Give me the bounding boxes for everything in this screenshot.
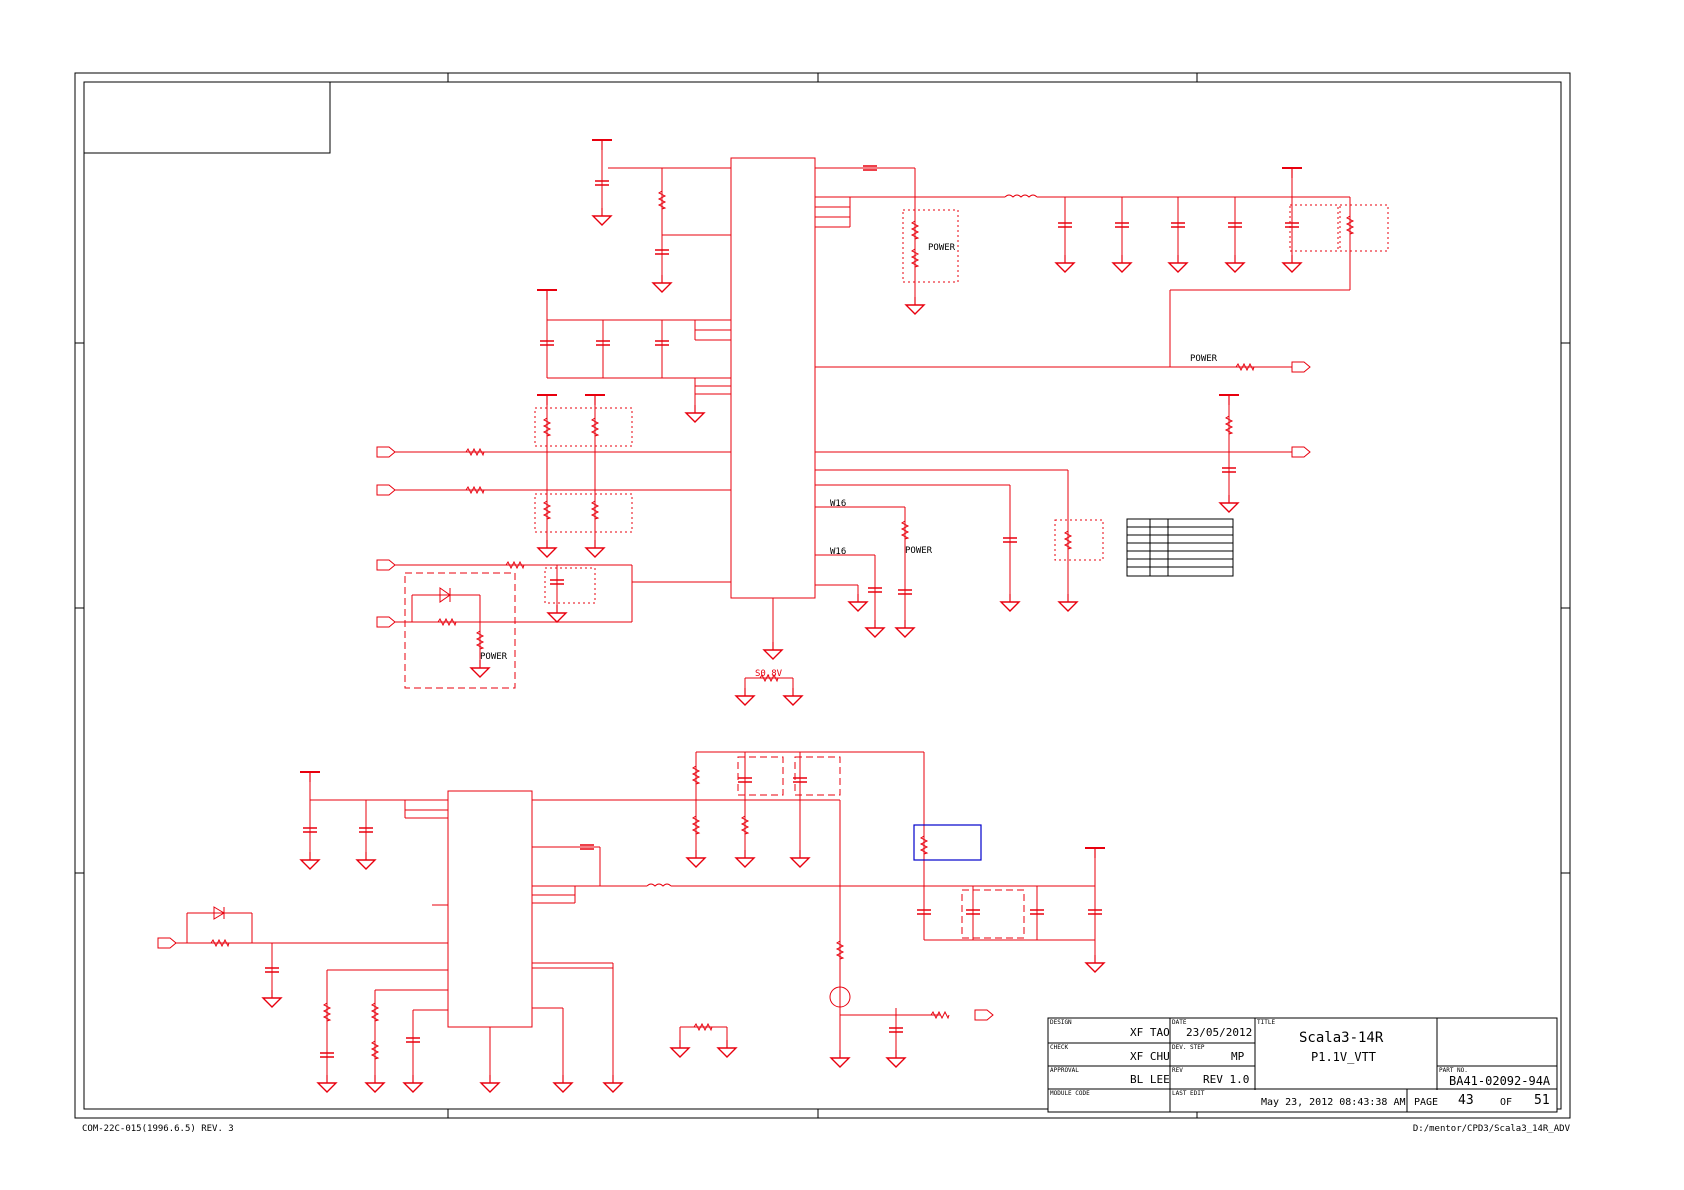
regulator-ic-upper [730, 157, 816, 599]
highlight-box [913, 824, 982, 861]
net-label-power-4: POWER [480, 652, 508, 662]
net-label-w16-2: W16 [830, 547, 846, 557]
power-option-box [404, 572, 516, 689]
title-block [1047, 1017, 1558, 1113]
net-label-power-2: POWER [1190, 354, 1218, 364]
lower-components [157, 765, 1106, 1093]
upper-net-labels: POWER POWER W16 W16 POWER POWER S0.8V [480, 243, 1218, 679]
lower-circuit [175, 751, 1096, 1075]
upper-circuit [395, 140, 1351, 688]
drawing-frame [74, 72, 1571, 1119]
regulator-ic-lower [447, 790, 533, 1028]
net-label-w16-1: W16 [830, 499, 846, 509]
upper-components [376, 139, 1354, 706]
form-code: COM-22C-015(1996.6.5) REV. 3 [82, 1124, 234, 1134]
net-label-svu: S0.8V [755, 669, 783, 679]
net-label-power-1: POWER [928, 243, 956, 253]
net-label-power-3: POWER [905, 546, 933, 556]
file-path: D:/mentor/CPD3/Scala3_14R_ADV [1413, 1124, 1571, 1134]
option-boxes-upper [534, 204, 1389, 604]
option-table [1126, 518, 1234, 577]
option-boxes-lower [737, 756, 1025, 939]
